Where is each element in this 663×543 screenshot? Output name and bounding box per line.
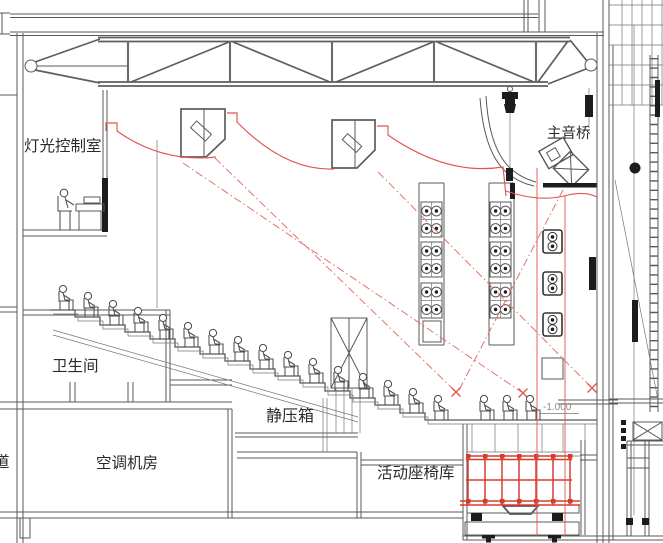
main-sound-bridge	[479, 86, 597, 188]
fly-tower	[589, 0, 663, 543]
ac-plant-room	[0, 401, 463, 539]
seat-lift-scaffold	[460, 454, 580, 506]
plenum-space	[235, 432, 358, 438]
counterweights	[589, 25, 660, 515]
speaker-tower-right	[488, 182, 515, 346]
left-wall	[0, 33, 24, 543]
label-plenum: 静压箱	[266, 407, 314, 425]
bridge-platform	[543, 183, 597, 188]
roof-structure	[0, 0, 604, 36]
elevation-marker: -1.000	[540, 402, 579, 414]
stage-floor	[463, 399, 618, 541]
seating-steps	[50, 140, 597, 425]
control-desk	[75, 196, 105, 230]
label-toilet: 卫生间	[52, 357, 99, 375]
ceiling-speaker-2	[331, 119, 376, 169]
lighting-control-room	[23, 90, 108, 237]
side-speakers	[541, 229, 564, 380]
roof-truss	[24, 36, 598, 87]
elevation-value: -1.000	[543, 402, 572, 413]
ceiling-profile-red	[105, 112, 598, 536]
ceiling-speaker-1	[180, 108, 226, 158]
bridge-speaker-b	[552, 150, 590, 188]
drawing-labels: 灯光控制室 卫生间 空调机房 静压箱 活动座椅库 主音桥 道 -1.000	[0, 125, 591, 482]
sightlines	[182, 157, 598, 399]
seat-wagon	[464, 504, 580, 543]
control-room-operator-figure	[57, 188, 75, 230]
scaffold-nodes	[466, 454, 573, 504]
label-main-sound-bridge: 主音桥	[547, 125, 591, 142]
chain-hoist	[502, 86, 518, 181]
label-ac-plant-room: 空调机房	[96, 454, 158, 472]
label-lighting-control-room: 灯光控制室	[24, 137, 102, 155]
movable-seat-storage-room	[237, 424, 468, 540]
bridge-speaker-a	[537, 136, 575, 170]
hanging-device	[585, 88, 593, 128]
stage-machinery	[605, 398, 663, 541]
toilet-room	[23, 309, 232, 402]
label-duct-partial: 道	[0, 453, 10, 471]
speaker-tower-left	[418, 182, 445, 346]
duct-riser	[322, 317, 368, 452]
audience-figures	[58, 284, 541, 421]
label-movable-seat-storage: 活动座椅库	[377, 464, 455, 482]
